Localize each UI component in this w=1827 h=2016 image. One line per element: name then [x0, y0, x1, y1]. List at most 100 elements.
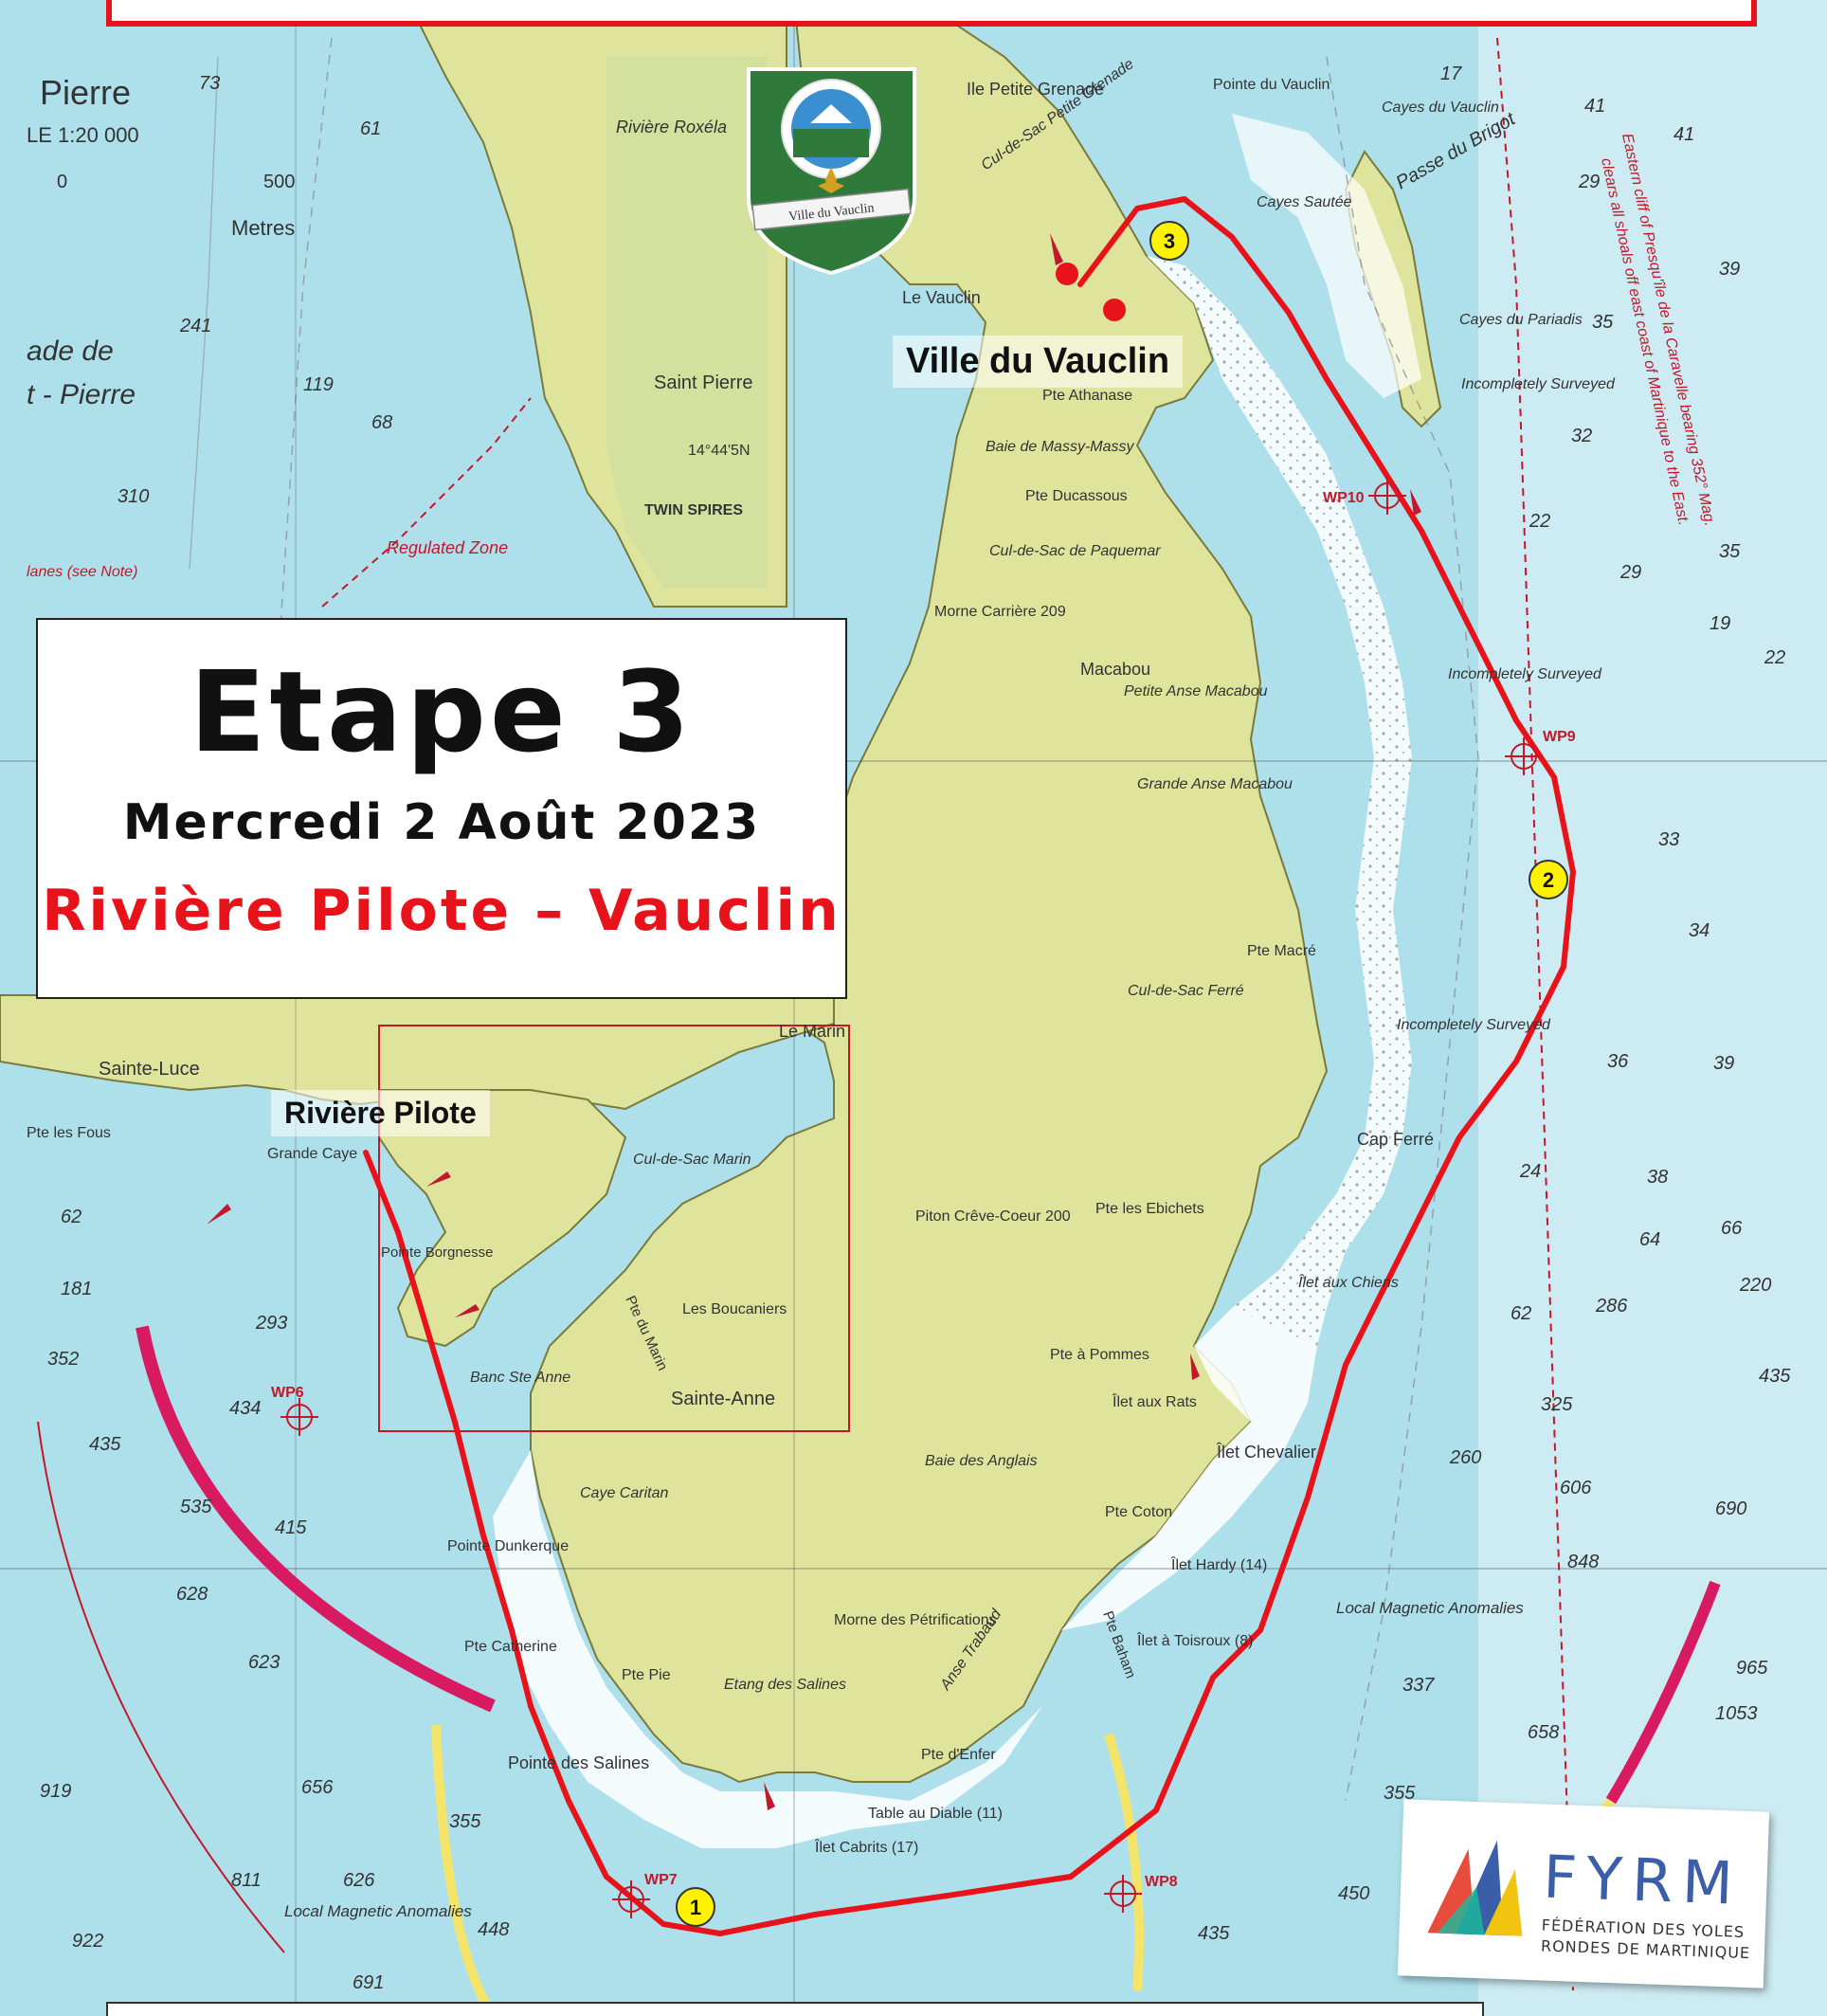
waypoint-wp7: WP7: [612, 1872, 678, 1918]
svg-text:260: 260: [1449, 1447, 1481, 1468]
svg-text:448: 448: [478, 1919, 509, 1940]
label-etang-salines: Etang des Salines: [724, 1677, 846, 1693]
svg-text:415: 415: [275, 1517, 307, 1538]
svg-text:623: 623: [248, 1652, 280, 1673]
svg-text:62: 62: [1510, 1303, 1531, 1324]
label-incompletely-surveyed-1: Incompletely Surveyed: [1461, 376, 1616, 392]
fyrm-line2: RONDES DE MARTINIQUE: [1540, 1936, 1751, 1963]
label-ilet-rats: Îlet aux Rats: [1112, 1392, 1197, 1410]
waypoint-wp6: WP6: [271, 1385, 318, 1436]
svg-text:1053: 1053: [1715, 1703, 1758, 1724]
svg-text:119: 119: [303, 374, 334, 395]
place-label-riviere-pilote: Rivière Pilote: [271, 1090, 490, 1136]
label-caye-pariadis: Cayes du Pariadis: [1459, 312, 1583, 328]
shoal-south: [493, 1450, 1042, 1848]
label-piton-creve-coeur: Piton Crêve-Coeur 200: [915, 1208, 1071, 1225]
svg-text:29: 29: [1578, 172, 1600, 192]
label-le-marin: Le Marin: [779, 1022, 845, 1041]
svg-text:434: 434: [229, 1398, 261, 1419]
marker-1: 1: [676, 1887, 715, 1927]
label-caye-du-vauclin: Cayes du Vauclin: [1382, 100, 1499, 116]
svg-text:310: 310: [118, 486, 149, 507]
label-lat: 14°44'5N: [688, 443, 751, 459]
svg-text:965: 965: [1736, 1658, 1768, 1679]
label-cul-ferre: Cul-de-Sac Ferré: [1128, 983, 1244, 999]
svg-text:241: 241: [179, 316, 211, 336]
label-ilet-chiens: Îlet aux Chiens: [1298, 1273, 1399, 1291]
light-sector-arc-sw: [136, 1325, 496, 1713]
svg-text:35: 35: [1719, 541, 1741, 562]
waypoint-wp9-label: WP9: [1543, 729, 1576, 745]
waypoint-wp10-label: WP10: [1323, 490, 1365, 506]
label-twin-spires: TWIN SPIRES: [644, 502, 743, 518]
label-pte-pie: Pte Pie: [622, 1667, 671, 1683]
label-morne-petrifications: Morne des Pétrifications: [834, 1612, 997, 1628]
label-le-vauclin: Le Vauclin: [902, 288, 981, 307]
label-metres: Metres: [231, 216, 295, 240]
svg-text:19: 19: [1709, 613, 1730, 634]
svg-text:38: 38: [1647, 1167, 1668, 1188]
svg-text:337: 337: [1402, 1675, 1435, 1696]
land-interior: [606, 57, 768, 588]
svg-text:41: 41: [1673, 124, 1694, 145]
svg-text:41: 41: [1584, 96, 1605, 117]
svg-text:435: 435: [89, 1434, 121, 1455]
land-marin: [378, 1089, 627, 1348]
label-petite-anse-macabou: Petite Anse Macabou: [1124, 683, 1268, 699]
label-local-magnetic-2: Local Magnetic Anomalies: [284, 1902, 472, 1920]
label-pointe-du-vauclin: Pointe du Vauclin: [1213, 77, 1330, 93]
light-sector-yellow-s2: [1104, 1733, 1144, 1991]
svg-text:286: 286: [1595, 1296, 1628, 1317]
label-pte-ebichets: Pte les Ebichets: [1095, 1201, 1204, 1217]
light-symbols: [207, 233, 1421, 1810]
stage-title-box: Etape 3 Mercredi 2 Août 2023 Rivière Pil…: [36, 618, 847, 999]
label-incompletely-surveyed-3: Incompletely Surveyed: [1397, 1017, 1551, 1033]
shoal-north-reef: [1232, 114, 1421, 398]
svg-text:39: 39: [1719, 259, 1740, 280]
label-ile-petite-grenade: Ile Petite Grenade: [967, 80, 1104, 99]
label-rade: ade de: [27, 336, 114, 367]
marker-2: 2: [1529, 860, 1568, 899]
label-scale-0: 0: [57, 172, 67, 192]
svg-text:352: 352: [47, 1349, 79, 1370]
label-sainte-luce: Sainte-Luce: [99, 1059, 200, 1080]
label-local-magnetic-1: Local Magnetic Anomalies: [1336, 1599, 1524, 1617]
label-grande-caye: Grande Caye: [267, 1146, 357, 1162]
label-baie-massy: Baie de Massy-Massy: [986, 439, 1134, 455]
waypoint-wp8-label: WP8: [1145, 1874, 1178, 1890]
svg-text:39: 39: [1713, 1053, 1734, 1074]
label-pte-coton: Pte Coton: [1105, 1504, 1172, 1520]
finish-pin-1: [1056, 263, 1078, 285]
label-pointe-borgnesse: Pointe Borgnesse: [381, 1244, 493, 1261]
label-pointe-salines: Pointe des Salines: [508, 1753, 649, 1772]
label-st-pierre: t - Pierre: [27, 379, 136, 410]
marker-3-label: 3: [1164, 229, 1175, 253]
marker-3: 3: [1149, 221, 1189, 261]
svg-text:29: 29: [1619, 562, 1641, 583]
label-regulated-zone: Regulated Zone: [387, 538, 508, 557]
svg-text:606: 606: [1560, 1478, 1592, 1498]
svg-text:656: 656: [301, 1777, 334, 1798]
label-baie-anglais: Baie des Anglais: [925, 1453, 1038, 1469]
label-pointe-dunkerque: Pointe Dunkerque: [447, 1538, 569, 1554]
waypoint-wp10: WP10: [1323, 477, 1406, 515]
svg-text:181: 181: [61, 1279, 92, 1299]
deep-sea: [1478, 0, 1827, 2016]
svg-text:325: 325: [1541, 1394, 1573, 1415]
light-sector-yellow-s: [431, 1724, 497, 2016]
label-scale: LE 1:20 000: [27, 123, 139, 147]
svg-text:35: 35: [1592, 312, 1614, 333]
contour-east2: [1326, 56, 1479, 1802]
waypoint-wp8: WP8: [1104, 1874, 1178, 1913]
svg-text:22: 22: [1764, 647, 1785, 668]
label-ilet-chevalier: Îlet Chevalier: [1216, 1443, 1316, 1462]
svg-text:919: 919: [40, 1781, 71, 1802]
svg-text:66: 66: [1721, 1218, 1743, 1239]
svg-text:73: 73: [199, 73, 220, 94]
svg-text:435: 435: [1759, 1366, 1791, 1387]
label-pte-athanase: Pte Athanase: [1042, 388, 1132, 404]
label-pte-pommes: Pte à Pommes: [1050, 1347, 1149, 1363]
label-banc-ste-anne: Banc Ste Anne: [470, 1370, 570, 1386]
